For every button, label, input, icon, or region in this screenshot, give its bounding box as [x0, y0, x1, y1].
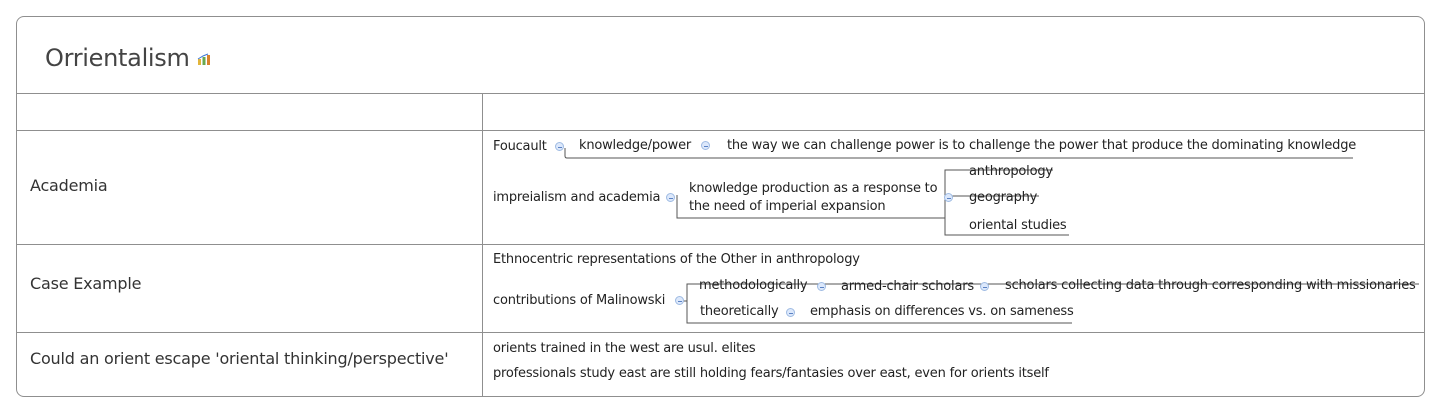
collapse-icon[interactable] — [980, 282, 989, 291]
row-divider — [17, 130, 1424, 131]
node-armchair-scholars[interactable]: armed-chair scholars — [841, 279, 974, 294]
row-divider — [17, 244, 1424, 245]
node-knowledge-production-line2[interactable]: the need of imperial expansion — [689, 199, 886, 214]
header-divider — [17, 93, 1424, 94]
node-challenge-power[interactable]: the way we can challenge power is to cha… — [727, 138, 1357, 153]
node-methodologically[interactable]: methodologically — [699, 278, 808, 293]
collapse-icon[interactable] — [555, 142, 564, 151]
collapse-icon[interactable] — [944, 193, 953, 202]
page-title: Orrientalism — [45, 44, 190, 72]
node-foucault[interactable]: Foucault — [493, 139, 547, 154]
collapse-icon[interactable] — [666, 193, 675, 202]
node-anthropology[interactable]: anthropology — [969, 164, 1053, 179]
node-theoretically[interactable]: theoretically — [700, 304, 779, 319]
node-impreialism-academia[interactable]: impreialism and academia — [493, 190, 661, 205]
node-orients-trained[interactable]: orients trained in the west are usul. el… — [493, 341, 756, 356]
column-divider — [482, 93, 483, 396]
node-knowledge-power[interactable]: knowledge/power — [579, 138, 692, 153]
row-label-orient: Could an orient escape 'oriental thinkin… — [30, 349, 449, 368]
node-oriental-studies[interactable]: oriental studies — [969, 218, 1067, 233]
mindmap-table: Orrientalism Academia Case Example Could… — [16, 16, 1425, 397]
node-professionals-study[interactable]: professionals study east are still holdi… — [493, 366, 1049, 381]
node-scholars-collecting[interactable]: scholars collecting data through corresp… — [1005, 278, 1416, 293]
connector-lines — [564, 148, 1419, 324]
collapse-icon[interactable] — [701, 141, 710, 150]
collapse-icon[interactable] — [675, 296, 684, 305]
row-divider — [17, 332, 1424, 333]
node-knowledge-production-line1[interactable]: knowledge production as a response to — [689, 181, 938, 196]
chart-icon[interactable] — [197, 53, 212, 66]
node-geography[interactable]: geography — [969, 190, 1038, 205]
collapse-icon[interactable] — [786, 308, 795, 317]
node-ethnocentric[interactable]: Ethnocentric representations of the Othe… — [493, 252, 860, 267]
row-label-academia: Academia — [30, 176, 108, 195]
node-malinowski[interactable]: contributions of Malinowski — [493, 293, 666, 308]
row-label-case-example: Case Example — [30, 274, 142, 293]
node-emphasis[interactable]: emphasis on differences vs. on sameness — [810, 304, 1074, 319]
collapse-icon[interactable] — [817, 282, 826, 291]
